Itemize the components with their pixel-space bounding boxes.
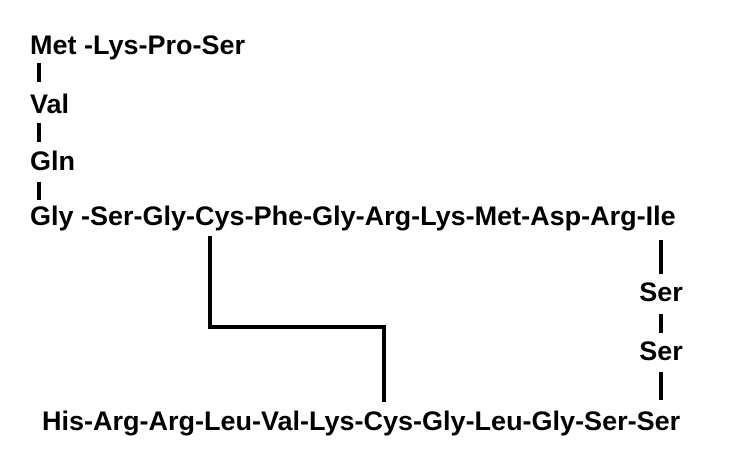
residue-row-top: Met -Lys-Pro-Ser <box>30 30 246 60</box>
peptide-bond-line-ile-ser <box>659 240 663 274</box>
peptide-bond-line-gln-gly <box>37 182 41 200</box>
residue-ser-right-1: Ser <box>639 277 683 307</box>
peptide-bond-line-ser-bottom <box>659 372 663 400</box>
residue-row-bottom: His-Arg-Arg-Leu-Val-Lys-Cys-Gly-Leu-Gly-… <box>42 406 681 436</box>
residue-val: Val <box>30 89 70 119</box>
residue-gln: Gln <box>30 146 75 176</box>
peptide-bond-line-val-gln <box>37 123 41 142</box>
residue-ser-right-2: Ser <box>639 336 683 366</box>
residue-row-main: Gly -Ser-Gly-Cys-Phe-Gly-Arg-Lys-Met-Asp… <box>30 201 676 231</box>
peptide-bond-line-ser-ser <box>659 314 663 333</box>
peptide-bond-line-met-val <box>37 63 41 82</box>
